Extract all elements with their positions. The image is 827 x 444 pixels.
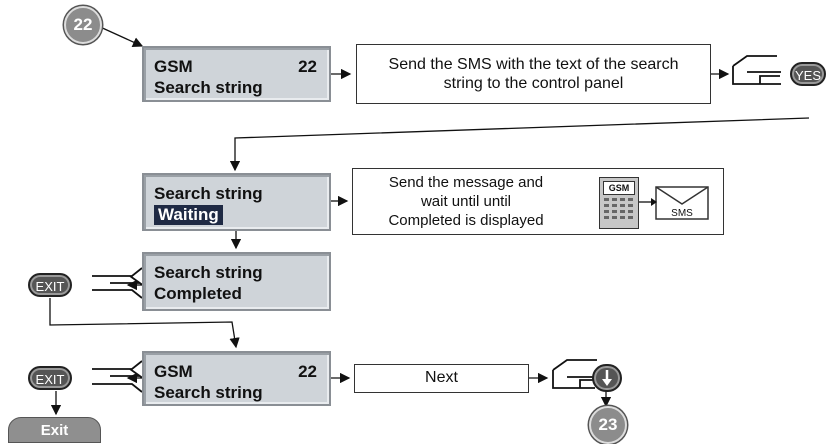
instruction-line: Completed is displayed (388, 212, 544, 229)
lcd-display-gsm: GSM 22 Search string (142, 351, 331, 406)
phone-icon: GSM (599, 177, 639, 229)
envelope-icon: SMS (655, 186, 709, 220)
hand-pointer-icon (552, 359, 597, 389)
lcd-line2-highlighted: Waiting (154, 205, 223, 225)
lcd-display-gsm: GSM 22 Search string (142, 46, 331, 102)
step-badge-start: 22 (64, 6, 102, 44)
instruction-next: Next (354, 364, 529, 393)
lcd-line1: GSM (154, 362, 193, 381)
lcd-display-completed: Search string Completed (142, 252, 331, 311)
hand-pointer-icon (92, 360, 145, 393)
lcd-line2: Search string (154, 78, 263, 97)
lcd-line1: GSM (154, 57, 193, 76)
instruction-send-and-wait: Send the message and wait until until Co… (352, 168, 724, 235)
lcd-line2: Search string (154, 383, 263, 402)
instruction-line: Send the message and (388, 174, 544, 191)
exit-button[interactable]: Exit (8, 417, 101, 443)
yes-key[interactable]: YES (790, 62, 826, 86)
exit-key[interactable]: EXIT (28, 366, 72, 390)
step-badge-end: 23 (589, 406, 627, 444)
phone-screen: GSM (603, 181, 635, 195)
lcd-line1: Search string (154, 263, 263, 282)
sms-label: SMS (671, 208, 693, 219)
arrow-down-icon (602, 370, 612, 386)
down-arrow-key[interactable] (592, 364, 622, 392)
instruction-line: wait until until (420, 193, 512, 210)
lcd-line1: Search string (154, 184, 263, 203)
lcd-display-waiting: Search string Waiting (142, 173, 331, 231)
instruction-send-sms: Send the SMS with the text of the search… (356, 44, 711, 104)
lcd-line2: Completed (154, 284, 242, 303)
lcd-menu-number: 22 (298, 57, 317, 76)
hand-pointer-icon (92, 267, 145, 299)
lcd-menu-number: 22 (298, 362, 317, 381)
exit-key[interactable]: EXIT (28, 273, 72, 297)
hand-pointer-icon (732, 55, 781, 85)
